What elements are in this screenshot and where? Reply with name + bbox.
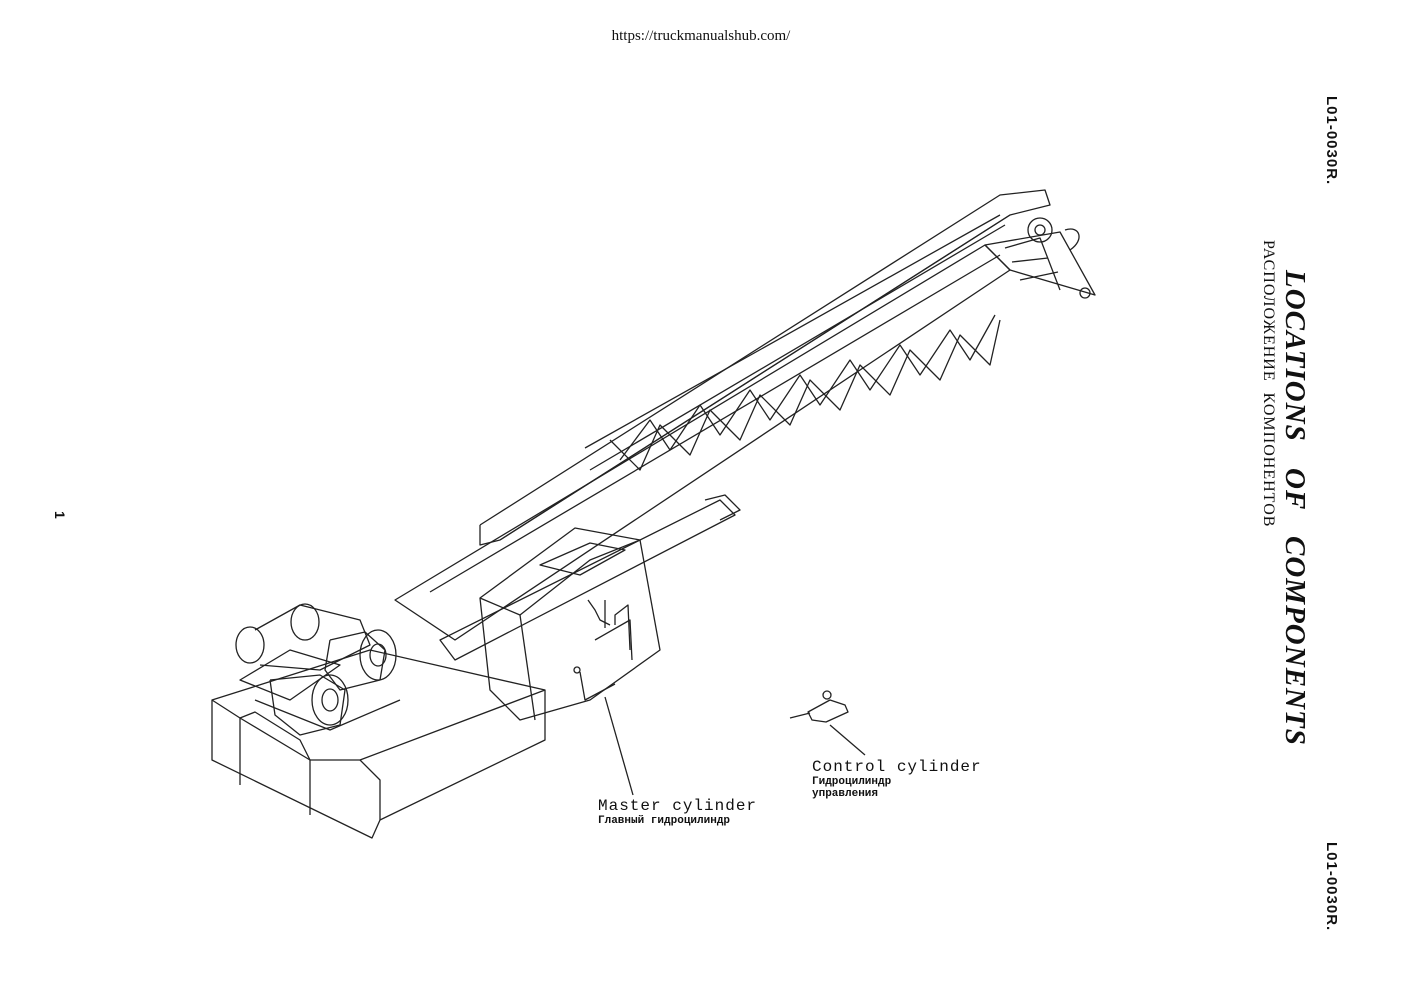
control-cylinder-label-ru-1: Гидроцилиндр <box>812 776 892 788</box>
base-platform <box>211 649 546 839</box>
winch-front <box>254 629 401 736</box>
master-cylinder-label-ru: Главный гидроцилиндр <box>598 815 731 827</box>
control-cylinder-label-ru-2: управления <box>812 788 879 800</box>
master-cylinder-label: Master cylinder Главный гидроцилиндр <box>598 797 757 827</box>
control-levers <box>573 599 633 701</box>
control-cylinder-detail <box>789 690 849 723</box>
master-cylinder-label-en: Master cylinder <box>598 797 758 815</box>
source-url: https://truckmanualshub.com/ <box>611 28 791 44</box>
operator-cab <box>479 527 661 721</box>
main-boom <box>394 231 1096 641</box>
boom-support-cylinder <box>439 494 741 661</box>
lattice-jib <box>479 189 1051 546</box>
master-cylinder-leader <box>604 696 634 796</box>
control-cylinder-label: Control cylinder Гидроцилиндр управления <box>812 758 982 800</box>
control-cylinder-leader <box>829 724 866 756</box>
control-cylinder-label-en: Control cylinder <box>812 758 982 776</box>
boom-head-sheave <box>1027 217 1091 299</box>
